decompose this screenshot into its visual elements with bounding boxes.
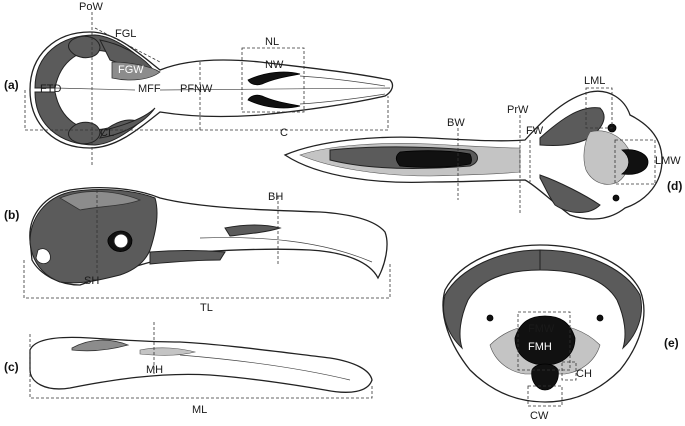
posterior-right-wing [539,249,642,350]
nl-box [241,47,305,113]
mandible-groove [179,354,351,381]
label-ch: CH [576,368,592,380]
lateral-salt-gland [59,191,142,211]
ch-box [561,361,577,381]
mandible-outline [29,336,373,393]
ventral-small-foramen-2 [612,194,620,202]
dorsal-bill-stroke [299,75,386,87]
label-nl: NL [265,36,279,48]
posterior-left-wing [443,249,541,350]
ventral-vomer [395,150,472,168]
dorsal-bill-midline [159,87,391,91]
label-fmw: FMW [528,323,555,335]
ml-bracket [29,334,373,399]
label-fgw: FGW [118,64,144,76]
label-ml: ML [192,404,207,416]
dorsal-right-salt-gland [98,107,156,139]
frontal-gland-width-area [111,61,161,81]
label-bw: BW [447,117,465,129]
lateral-jugal-bar [149,250,226,265]
cw-box [527,385,563,407]
label-sh: SH [84,275,99,287]
lateral-white-spot [35,248,51,264]
label-mff: MFF [138,83,161,95]
tl-bracket [23,260,391,299]
label-pfnw: PFNW [180,83,213,95]
panel-d-label: (d) [667,179,682,193]
lml-box [585,87,613,129]
panel-e-label: (e) [664,336,679,350]
posterior-foramen-magnum [514,315,576,366]
dorsal-right-nostril [247,94,301,109]
ftd-guide [54,87,136,91]
label-lml: LML [584,75,605,87]
panel-b-label: (b) [4,208,19,222]
label-nw: NW [265,59,284,71]
panel-a-dorsal-view: (a) PoW FGL FGW FTD MFF PFNW NL NW CL C [4,1,394,165]
label-fgl: FGL [115,28,136,40]
label-tl: TL [200,302,213,314]
label-mh: MH [146,364,163,376]
posterior-condyle [531,363,559,391]
lmw-box [614,139,656,185]
panel-d-ventral-view: (d) BW PrW FW LML LMW [283,75,682,220]
lateral-orbit-ring [113,233,129,249]
label-pow: PoW [79,1,103,13]
label-ftd: FTD [40,83,61,95]
posterior-left-foramen [486,314,494,322]
panel-b-lateral-view: (b) BH SH TL [4,186,391,314]
label-fmh: FMH [528,341,552,353]
c-bracket [200,96,389,131]
ventral-occipital [583,130,630,185]
lateral-bill-groove [199,237,373,263]
label-fw: FW [526,125,544,137]
dorsal-left-nostril [247,71,301,86]
fmw-box [517,311,571,371]
posterior-right-foramen [596,314,604,322]
label-lmw: LMW [655,155,681,167]
lateral-bill-nostril [224,224,282,237]
panel-e-posterior-view: (e) FMW FMH CH CW [442,244,679,422]
ventral-right-wing [539,174,601,213]
fgl-guide [94,27,161,63]
label-c: C [280,127,288,139]
cl-bracket [24,90,200,131]
lateral-cranium [29,189,158,284]
panel-c-mandible: (c) MH ML [4,322,373,416]
panel-a-label: (a) [4,78,19,92]
ventral-foramen-magnum [620,149,649,175]
mandible-coronoid [71,339,130,352]
label-cw: CW [530,410,549,422]
dorsal-bill-stroke-2 [299,93,386,105]
label-prw: PrW [507,104,529,116]
panel-c-label: (c) [4,360,19,374]
label-cl: CL [100,127,114,139]
label-bh: BH [268,191,283,203]
